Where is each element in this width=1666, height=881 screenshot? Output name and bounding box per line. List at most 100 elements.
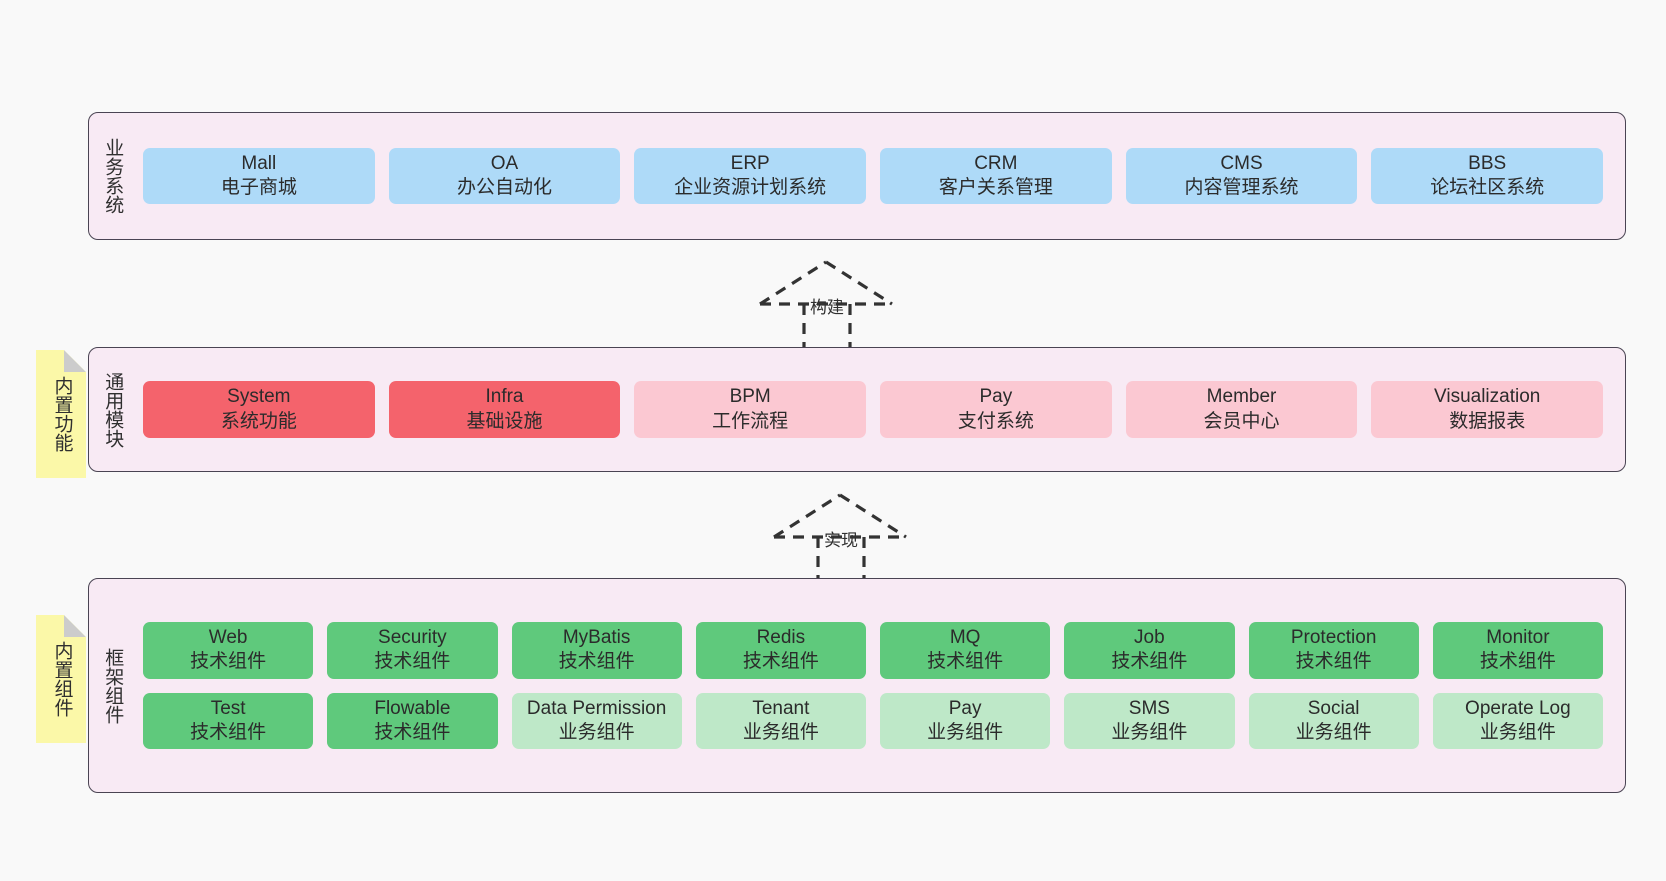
card-protection[interactable]: Protection 技术组件: [1248, 621, 1419, 679]
card-subtitle: 技术组件: [374, 651, 451, 673]
card-subtitle: 技术组件: [1295, 651, 1372, 673]
card-title: Job: [1134, 626, 1165, 648]
card-social[interactable]: Social 业务组件: [1248, 692, 1419, 750]
card-subtitle: 技术组件: [190, 651, 267, 673]
card-subtitle: 技术组件: [374, 721, 451, 743]
card-monitor[interactable]: Monitor 技术组件: [1432, 621, 1603, 679]
arrowhead-right-edge: [839, 493, 907, 539]
framework-components-row-tech: Web 技术组件 Security 技术组件 MyBatis 技术组件 Redi…: [143, 621, 1603, 679]
framework-components-row-business: Test 技术组件 Flowable 技术组件 Data Permission …: [143, 692, 1603, 750]
card-subtitle: 企业资源计划系统: [674, 177, 827, 198]
card-subtitle: 数据报表: [1449, 410, 1526, 432]
layer-common-modules: 通用模块 System 系统功能 Infra 基础设施 BPM 工作流程 Pay…: [88, 347, 1626, 472]
card-test[interactable]: Test 技术组件: [143, 692, 314, 750]
note-builtin-components: 内置组件: [36, 615, 86, 743]
card-subtitle: 业务组件: [558, 721, 635, 743]
card-job[interactable]: Job 技术组件: [1064, 621, 1235, 679]
card-title: Web: [208, 626, 248, 648]
card-bpm[interactable]: BPM 工作流程: [634, 381, 867, 438]
note-builtin-features: 内置功能: [36, 350, 86, 478]
common-modules-row: System 系统功能 Infra 基础设施 BPM 工作流程 Pay 支付系统…: [143, 381, 1604, 438]
card-title: SMS: [1128, 697, 1170, 719]
layer-title-business-systems: 业务系统: [102, 138, 124, 214]
card-subtitle: 办公自动化: [457, 177, 553, 198]
card-title: Pay: [948, 697, 982, 719]
card-subtitle: 内容管理系统: [1184, 177, 1299, 198]
card-title: Redis: [756, 626, 806, 648]
layer-title-framework-components: 框架组件: [102, 647, 124, 724]
card-title: Pay: [979, 386, 1013, 408]
card-mybatis[interactable]: MyBatis 技术组件: [511, 621, 682, 679]
card-title: Visualization: [1434, 386, 1541, 408]
card-system[interactable]: System 系统功能: [143, 381, 375, 438]
card-title: Security: [378, 626, 447, 648]
connector-implement-label: 实现: [824, 531, 858, 550]
card-crm[interactable]: CRM 客户关系管理: [880, 147, 1112, 205]
connector-implement: 实现: [772, 493, 922, 585]
card-redis[interactable]: Redis 技术组件: [695, 621, 866, 679]
card-data-permission[interactable]: Data Permission 业务组件: [511, 692, 682, 750]
card-flowable[interactable]: Flowable 技术组件: [327, 692, 498, 750]
card-title: Member: [1206, 386, 1277, 408]
note-fold-corner-icon: [64, 615, 86, 637]
card-visualization[interactable]: Visualization 数据报表: [1371, 381, 1604, 438]
card-pay-component[interactable]: Pay 业务组件: [880, 692, 1051, 750]
card-bbs[interactable]: BBS 论坛社区系统: [1371, 147, 1604, 205]
card-mall[interactable]: Mall 电子商城: [143, 147, 375, 205]
card-cms[interactable]: CMS 内容管理系统: [1125, 147, 1358, 205]
card-oa[interactable]: OA 办公自动化: [388, 147, 621, 205]
card-title: BBS: [1468, 152, 1507, 174]
arrowhead-right-edge: [825, 260, 893, 306]
note-label: 内置组件: [51, 641, 73, 717]
card-web[interactable]: Web 技术组件: [143, 621, 314, 679]
business-systems-row: Mall 电子商城 OA 办公自动化 ERP 企业资源计划系统 CRM 客户关系…: [143, 147, 1604, 205]
card-title: Flowable: [374, 697, 451, 719]
card-subtitle: 技术组件: [1479, 651, 1556, 673]
arrowhead-left-edge: [759, 260, 827, 306]
card-title: Mall: [241, 152, 277, 174]
card-subtitle: 客户关系管理: [938, 177, 1053, 198]
card-title: System: [227, 386, 291, 408]
card-tenant[interactable]: Tenant 业务组件: [695, 692, 866, 750]
card-subtitle: 业务组件: [742, 721, 819, 743]
layer-title-common-modules: 通用模块: [102, 371, 124, 448]
card-subtitle: 技术组件: [558, 651, 635, 673]
card-title: CMS: [1220, 152, 1263, 174]
card-title: Protection: [1290, 626, 1377, 648]
layer-business-systems: 业务系统 Mall 电子商城 OA 办公自动化 ERP 企业资源计划系统 CRM…: [88, 112, 1626, 240]
card-title: Test: [210, 697, 246, 719]
card-operate-log[interactable]: Operate Log 业务组件: [1432, 692, 1603, 750]
card-security[interactable]: Security 技术组件: [327, 621, 498, 679]
note-label: 内置功能: [51, 376, 73, 452]
card-pay-module[interactable]: Pay 支付系统: [880, 381, 1112, 438]
business-systems-cards: Mall 电子商城 OA 办公自动化 ERP 企业资源计划系统 CRM 客户关系…: [135, 113, 1625, 239]
card-member[interactable]: Member 会员中心: [1125, 381, 1358, 438]
card-subtitle: 业务组件: [1479, 721, 1556, 743]
card-subtitle: 基础设施: [466, 410, 543, 432]
card-mq[interactable]: MQ 技术组件: [880, 621, 1051, 679]
card-title: CRM: [974, 152, 1018, 174]
card-title: MyBatis: [562, 626, 631, 648]
card-subtitle: 业务组件: [1111, 721, 1188, 743]
card-subtitle: 会员中心: [1203, 410, 1280, 432]
connector-build: 构建: [758, 260, 908, 352]
framework-components-cards: Web 技术组件 Security 技术组件 MyBatis 技术组件 Redi…: [135, 579, 1625, 792]
card-title: Infra: [485, 386, 524, 408]
card-erp[interactable]: ERP 企业资源计划系统: [634, 147, 867, 205]
card-title: BPM: [729, 386, 771, 408]
card-title: Operate Log: [1465, 697, 1571, 719]
card-subtitle: 工作流程: [712, 410, 789, 432]
layer-framework-components: 框架组件 Web 技术组件 Security 技术组件 MyBatis 技术组件…: [88, 578, 1626, 793]
card-title: Monitor: [1486, 626, 1550, 648]
card-subtitle: 技术组件: [742, 651, 819, 673]
note-fold-corner-icon: [64, 350, 86, 372]
card-subtitle: 业务组件: [927, 721, 1004, 743]
card-title: Social: [1307, 697, 1360, 719]
card-subtitle: 电子商城: [220, 177, 297, 198]
card-infra[interactable]: Infra 基础设施: [388, 381, 621, 438]
card-title: Data Permission: [526, 697, 667, 719]
card-sms[interactable]: SMS 业务组件: [1064, 692, 1235, 750]
card-subtitle: 技术组件: [927, 651, 1004, 673]
card-subtitle: 技术组件: [190, 721, 267, 743]
